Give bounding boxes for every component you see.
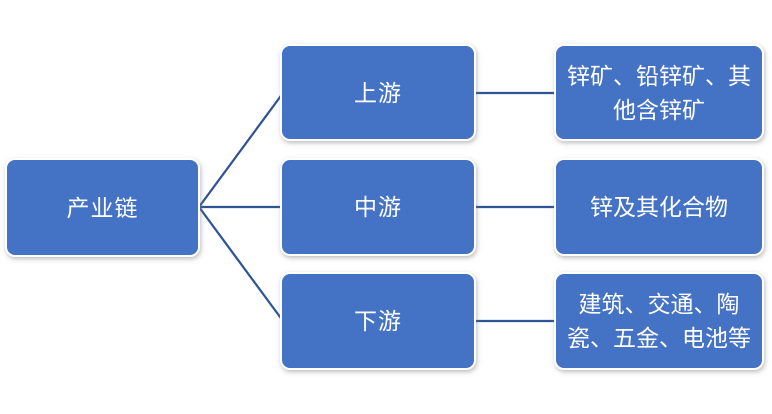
node-downstream-detail: 建筑、交通、陶瓷、五金、电池等 — [554, 272, 764, 370]
node-downstream-label: 下游 — [354, 308, 402, 334]
node-upstream-detail: 锌矿、铅锌矿、其他含锌矿 — [554, 44, 764, 141]
node-downstream-detail-label: 建筑、交通、陶瓷、五金、电池等 — [567, 291, 751, 351]
node-midstream-label: 中游 — [354, 194, 402, 220]
node-upstream-label: 上游 — [354, 79, 402, 106]
node-midstream-detail: 锌及其化合物 — [554, 158, 764, 256]
connector-root-to-upstream — [198, 92, 284, 208]
node-upstream: 上游 — [280, 44, 476, 141]
connector-root-to-downstream — [198, 206, 284, 322]
node-upstream-detail-label: 锌矿、铅锌矿、其他含锌矿 — [566, 62, 751, 123]
node-downstream: 下游 — [280, 272, 476, 370]
node-industry-chain-label: 产业链 — [66, 194, 139, 221]
node-midstream-detail-label: 锌及其化合物 — [590, 194, 728, 220]
node-industry-chain: 产业链 — [5, 158, 200, 257]
node-midstream: 中游 — [280, 158, 476, 256]
